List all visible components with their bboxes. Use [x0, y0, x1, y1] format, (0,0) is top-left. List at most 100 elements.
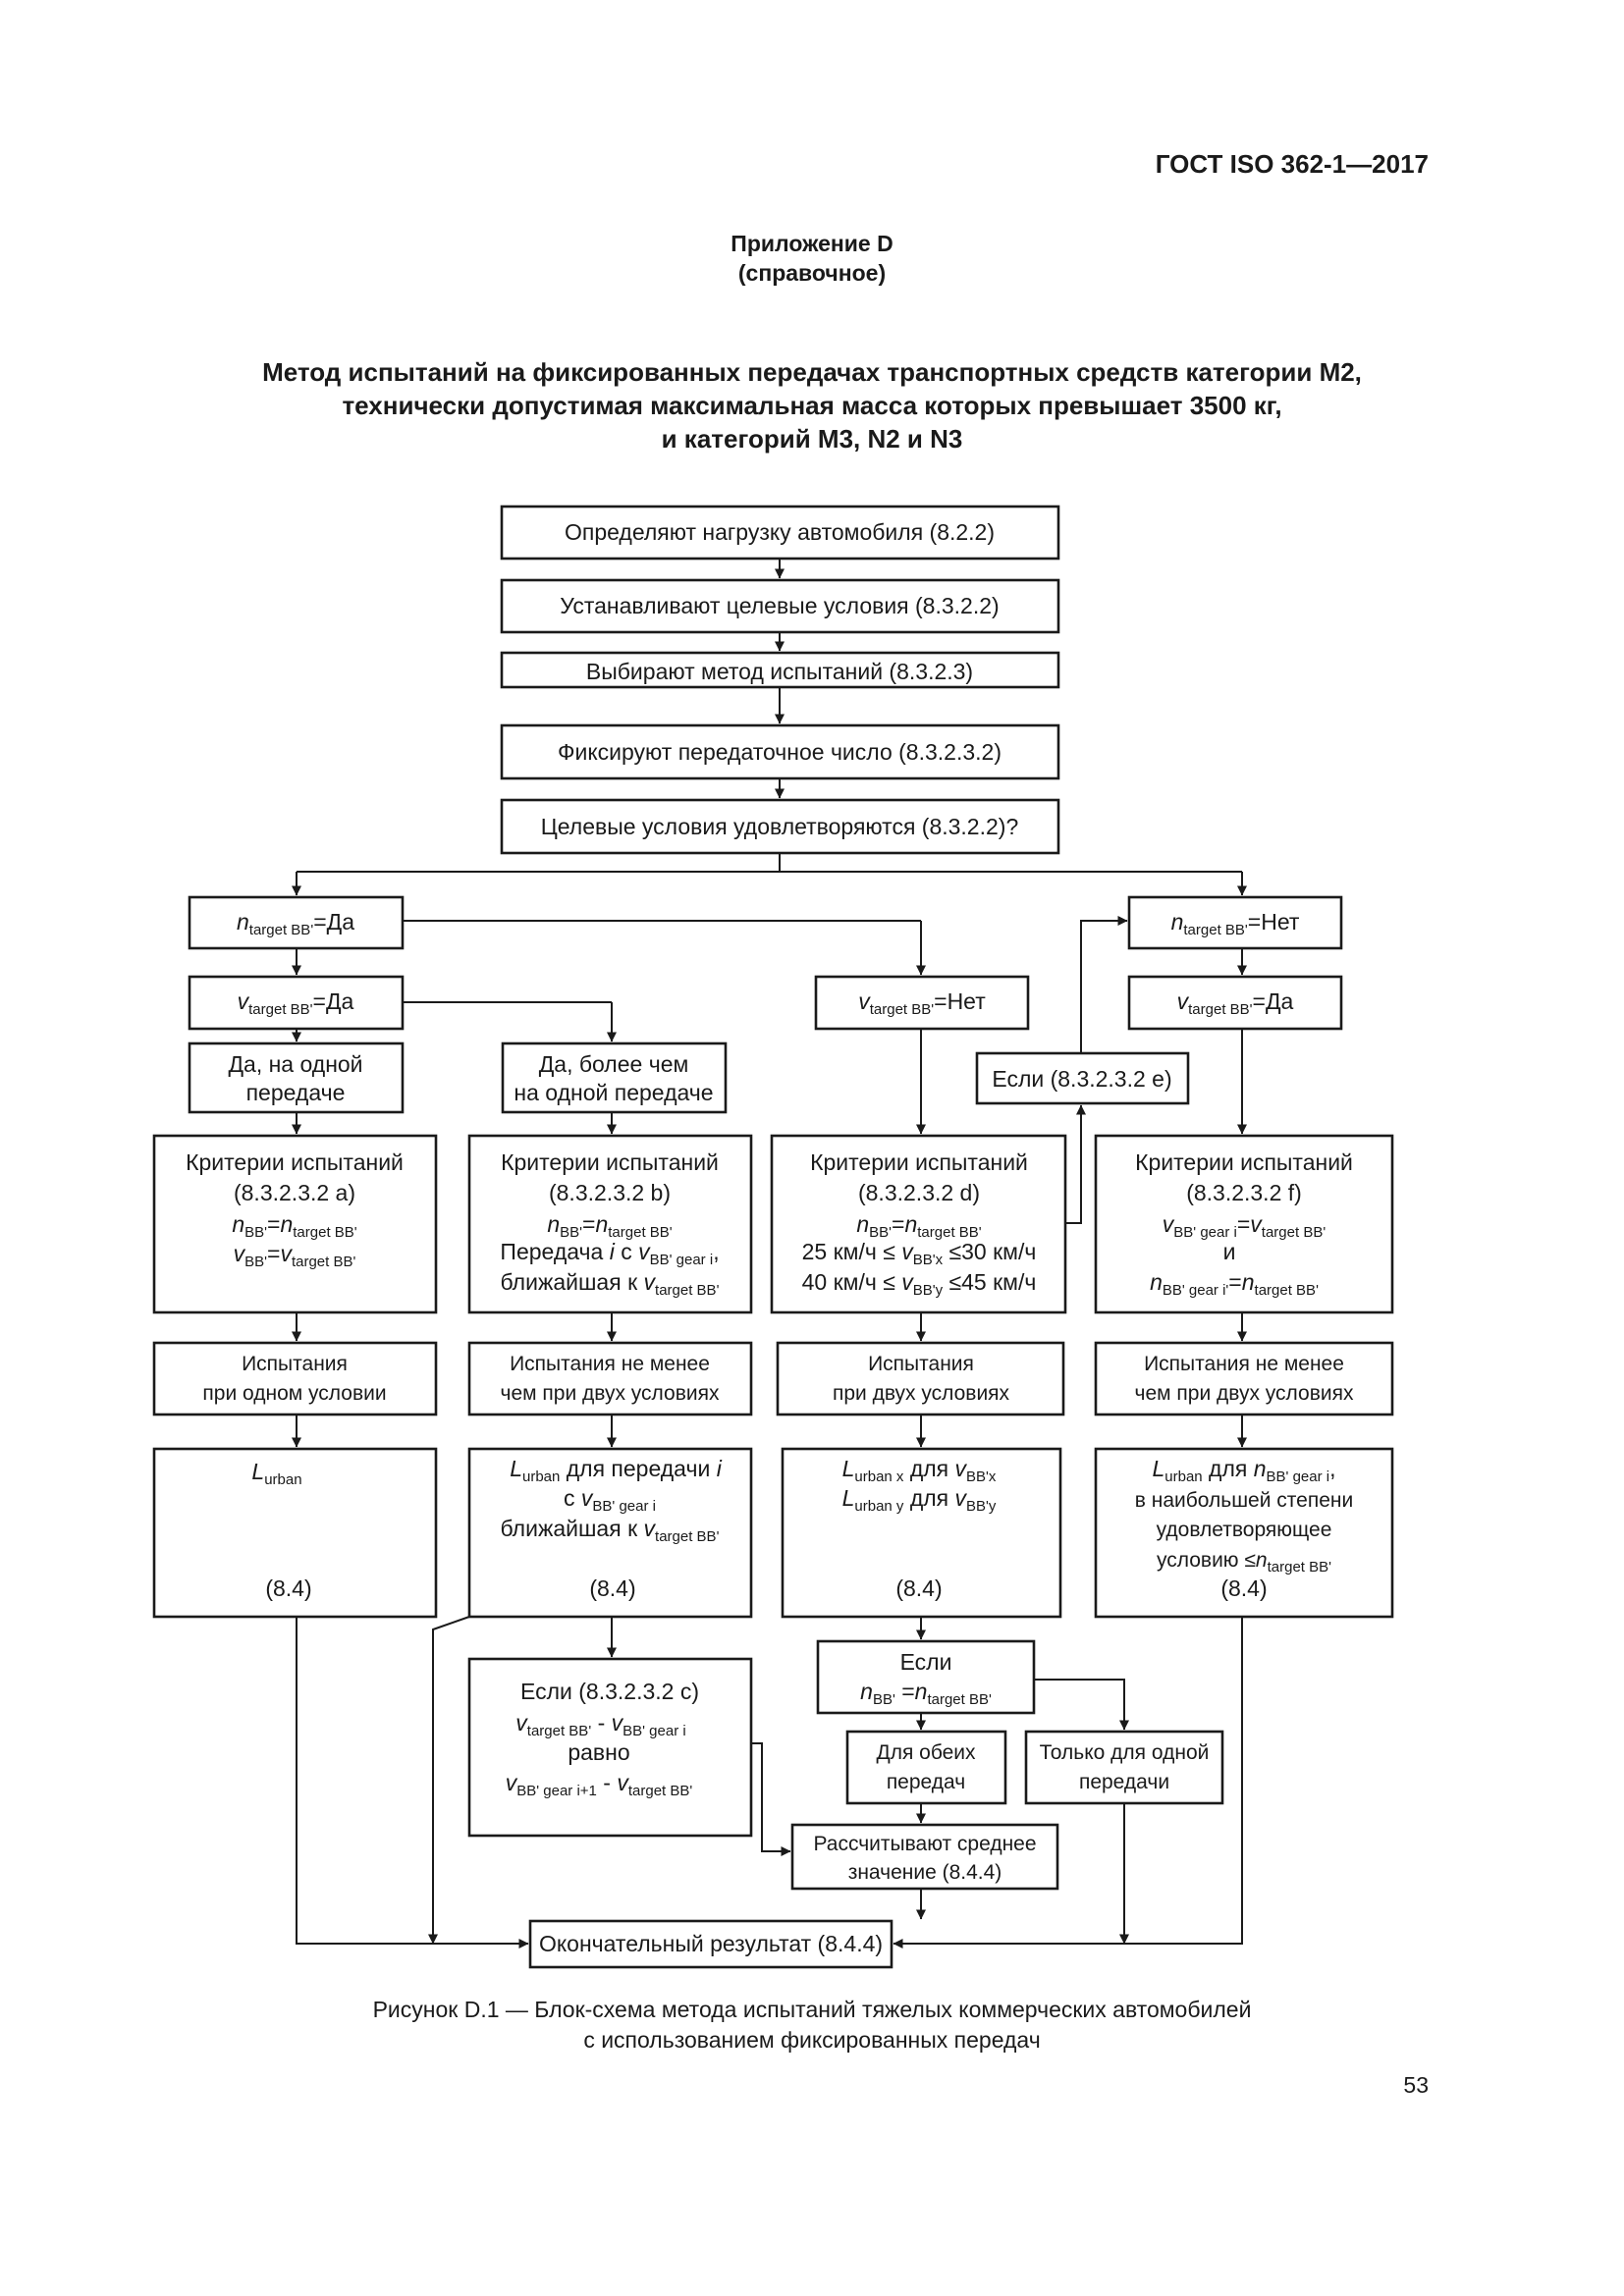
- criteria-d-speed-y: 40 км/ч ≤ vBB'y ≤45 км/ч: [802, 1269, 1037, 1299]
- result-f-line1: Lurban для nBB' gear i,: [1152, 1456, 1335, 1485]
- annex-title-line: Метод испытаний на фиксированных передач…: [262, 357, 1362, 387]
- box-load: [500, 505, 1060, 561]
- box-test-one: [152, 1341, 438, 1416]
- annex-status: (справочное): [737, 260, 887, 286]
- if-c-title: Если (8.3.2.3.2 c): [520, 1679, 699, 1704]
- result-d-ref: (8.4): [895, 1575, 942, 1601]
- criteria-f-title: Критерии испытаний: [1135, 1149, 1353, 1175]
- box-v-target-no: [814, 975, 1030, 1031]
- box-result-a: [152, 1447, 438, 1619]
- one-gear-only-line: передачи: [1079, 1771, 1169, 1793]
- box-if-n: [816, 1639, 1036, 1715]
- v-target-yes-text: vtarget BB'=Да: [238, 988, 354, 1018]
- box-n-target-no: [1127, 895, 1343, 950]
- box-gear-ratio: [500, 723, 1060, 780]
- criteria-b-title: Критерии испытаний: [501, 1149, 719, 1175]
- n-target-no-text: ntarget BB'=Нет: [1171, 909, 1300, 938]
- result-f-line3: удовлетворяющее: [1157, 1519, 1332, 1541]
- box-criteria-f: [1094, 1134, 1394, 1314]
- connector-lines: [292, 559, 1247, 1949]
- one-gear-only-line: Только для одной: [1040, 1741, 1210, 1764]
- test-one-line: при одном условии: [202, 1382, 386, 1405]
- if-c-equal: равно: [568, 1739, 629, 1765]
- criteria-b-gear: Передача i с vBB' gear i,: [500, 1239, 719, 1268]
- annex-title-line: технически допустимая максимальная масса…: [342, 391, 1282, 420]
- result-b-ref: (8.4): [589, 1575, 635, 1601]
- annex-label: Приложение D: [731, 231, 893, 256]
- more-gear-line: на одной передаче: [514, 1080, 713, 1105]
- test-two-line: Испытания: [868, 1353, 974, 1375]
- if-c-line4: vBB' gear i+1 - vtarget BB': [506, 1770, 693, 1799]
- box-both-gears: [845, 1730, 1007, 1805]
- more-gear-line: Да, более чем: [539, 1051, 689, 1077]
- criteria-d-speed-x: 25 км/ч ≤ vBB'x ≤30 км/ч: [802, 1239, 1037, 1268]
- box-satisfied-text: Целевые условия удовлетворяются (8.3.2.2…: [541, 814, 1018, 839]
- v-target-no-text: vtarget BB'=Нет: [858, 988, 986, 1018]
- box-result-d: [781, 1447, 1062, 1619]
- box-conditions-satisfied: [500, 798, 1060, 855]
- one-gear-line: Да, на одной: [228, 1051, 362, 1077]
- box-if-c: [467, 1657, 753, 1838]
- criteria-f-and: и: [1223, 1239, 1236, 1264]
- box-test-two-d: [776, 1341, 1065, 1416]
- annex-title-line: и категорий М3, N2 и N3: [661, 424, 963, 454]
- box-result-b: [467, 1447, 753, 1619]
- figure-caption: Рисунок D.1 — Блок-схема метода испытани…: [0, 1995, 1624, 2056]
- box-n-target-yes: [188, 895, 405, 950]
- box-one-gear: [188, 1041, 405, 1114]
- result-b-line3: ближайшая к vtarget BB': [501, 1516, 720, 1545]
- box-average: [790, 1823, 1059, 1891]
- if-e-text: Если (8.3.2.3.2 e): [992, 1066, 1171, 1092]
- criteria-d-ref: (8.3.2.3.2 d): [858, 1180, 980, 1205]
- box-criteria-a: [152, 1134, 438, 1314]
- final-result-text: Окончательный результат (8.4.4): [539, 1931, 883, 1956]
- box-method-text: Выбирают метод испытаний (8.3.2.3): [586, 659, 973, 684]
- criteria-f-n: nBB' gear i'=ntarget BB': [1150, 1269, 1319, 1299]
- box-more-gear: [501, 1041, 728, 1114]
- document-code: ГОСТ ISO 362-1—2017: [1155, 149, 1429, 179]
- figure-caption-line: с использованием фиксированных передач: [583, 2027, 1041, 2053]
- criteria-a-n: nBB'=ntarget BB': [232, 1211, 356, 1241]
- one-gear-line: передаче: [246, 1080, 346, 1105]
- result-f-line4: условию ≤ntarget BB': [1157, 1549, 1331, 1575]
- test-two-min-line: Испытания не менее: [510, 1353, 710, 1375]
- box-final-result: [528, 1919, 893, 1969]
- if-n-line2: nBB' =ntarget BB': [860, 1679, 992, 1708]
- box-select-method: [500, 651, 1060, 689]
- test-two-line: при двух условиях: [833, 1382, 1010, 1405]
- box-test-two-min-b: [467, 1341, 753, 1416]
- result-f-ref: (8.4): [1220, 1575, 1267, 1601]
- n-target-yes-text: ntarget BB'=Да: [237, 909, 354, 938]
- result-a-l: Lurban: [251, 1459, 301, 1488]
- criteria-a-v: vBB'=vtarget BB': [234, 1241, 356, 1270]
- box-result-f: [1094, 1447, 1394, 1619]
- criteria-b-nearest: ближайшая к vtarget BB': [501, 1269, 720, 1299]
- criteria-d-title: Критерии испытаний: [810, 1149, 1028, 1175]
- result-b-line1: Lurban для передачи i: [510, 1456, 723, 1485]
- criteria-b-ref: (8.3.2.3.2 b): [549, 1180, 671, 1205]
- result-b-line2: с vBB' gear i: [564, 1485, 656, 1515]
- box-one-gear-only: [1024, 1730, 1224, 1805]
- if-n-title: Если: [900, 1649, 952, 1675]
- criteria-d-n: nBB'=ntarget BB': [856, 1211, 981, 1241]
- figure-caption-line: Рисунок D.1 — Блок-схема метода испытани…: [372, 1997, 1252, 2022]
- result-d-x: Lurban x для vBB'x: [842, 1456, 997, 1485]
- criteria-a-ref: (8.3.2.3.2 a): [234, 1180, 355, 1205]
- test-two-min-line: чем при двух условиях: [501, 1382, 720, 1405]
- criteria-f-v: vBB' gear i=vtarget BB': [1163, 1211, 1326, 1241]
- box-v-target-yes-right: [1127, 975, 1343, 1031]
- result-a-ref: (8.4): [265, 1575, 311, 1601]
- both-gears-line: Для обеих: [876, 1741, 976, 1764]
- box-test-two-min-f: [1094, 1341, 1394, 1416]
- box-if-e: [975, 1051, 1190, 1105]
- box-load-text: Определяют нагрузку автомобиля (8.2.2): [565, 519, 995, 545]
- annex-title: Метод испытаний на фиксированных передач…: [0, 355, 1624, 455]
- average-line: Рассчитывают среднее: [813, 1833, 1036, 1855]
- box-target-text: Устанавливают целевые условия (8.3.2.2): [560, 593, 999, 618]
- criteria-f-ref: (8.3.2.3.2 f): [1186, 1180, 1302, 1205]
- box-criteria-b: [467, 1134, 753, 1314]
- criteria-a-title: Критерии испытаний: [186, 1149, 404, 1175]
- box-v-target-yes: [188, 975, 405, 1031]
- criteria-b-n: nBB'=ntarget BB': [547, 1211, 672, 1241]
